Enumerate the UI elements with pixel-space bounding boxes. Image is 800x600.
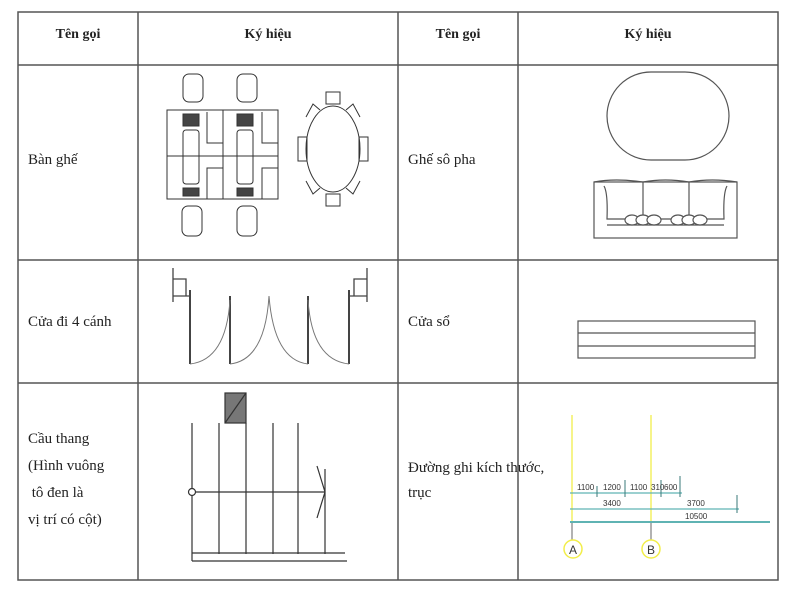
name-sofa: Ghế sô pha [408, 152, 476, 168]
header-symbol-2: Ký hiệu [624, 27, 672, 42]
name-stairs-line-1: Cầu thang [28, 431, 90, 447]
name-dimension-line-2: trục [408, 485, 432, 501]
name-window: Cửa sổ [408, 314, 450, 330]
name-dimension-line-1: Đường ghi kích thước, [408, 460, 545, 476]
chair-icon [182, 73, 204, 103]
axis-label-a: A [569, 543, 577, 557]
dim-10500: 10500 [685, 512, 708, 521]
four-leaf-door-symbol [172, 268, 368, 365]
header-name-1: Tên gọi [55, 27, 101, 42]
name-stairs-line-4: vị trí có cột) [28, 512, 102, 528]
chair-icon [236, 205, 258, 237]
round-table-chairs [297, 91, 369, 207]
round-table-icon [305, 105, 361, 193]
dim-1100-a: 1100 [577, 483, 595, 492]
dim-600: 600 [664, 483, 678, 492]
dim-1100-b: 1100 [630, 483, 648, 492]
desk-unit-left [182, 112, 223, 199]
chair-icon [236, 73, 258, 103]
axis-label-b: B [647, 543, 655, 557]
dimension-axis-symbol: 1100 1200 1100 310 600 3400 3700 10500 A… [563, 415, 770, 559]
dim-310: 310 [651, 483, 665, 492]
name-four-leaf-door: Cửa đi 4 cánh [28, 314, 112, 330]
table-chairs-symbol [166, 73, 369, 237]
name-stairs-line-2: (Hình vuông [28, 458, 105, 474]
dim-3400: 3400 [603, 499, 621, 508]
name-stairs-line-3: tô đen là [28, 485, 84, 501]
chair-icon [181, 205, 203, 237]
desk-unit-right [236, 112, 278, 199]
name-table-chairs: Bàn ghế [28, 152, 78, 168]
sofa-symbol [593, 71, 738, 239]
stairs-symbol [187, 392, 347, 562]
header-symbol-1: Ký hiệu [244, 27, 292, 42]
header-name-2: Tên gọi [435, 27, 481, 42]
window-symbol [577, 320, 756, 359]
oval-table-icon [606, 71, 730, 161]
dim-3700: 3700 [687, 499, 705, 508]
table-grid [17, 11, 779, 581]
dim-1200: 1200 [603, 483, 621, 492]
